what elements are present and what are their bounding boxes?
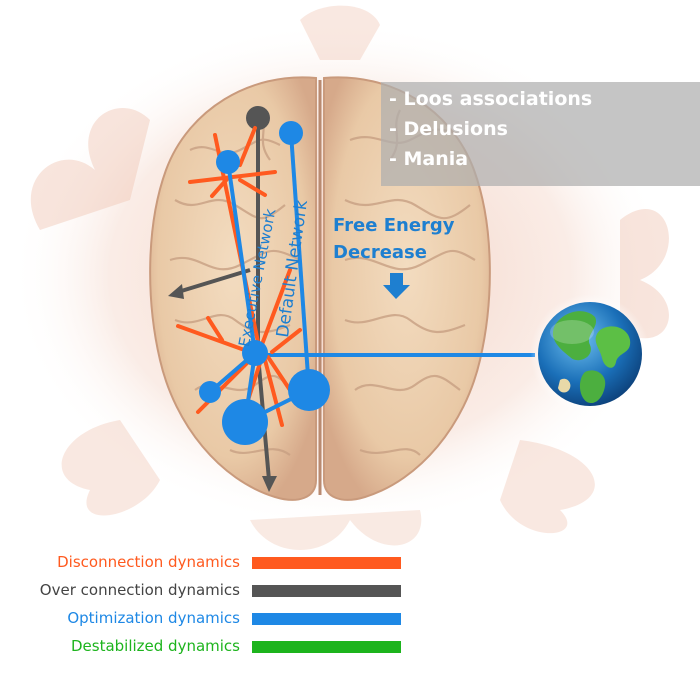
symptom-mania: - Mania: [389, 148, 469, 170]
symptom-loose-associations: - Loos associations: [389, 88, 593, 110]
legend-label: Disconnection dynamics: [57, 553, 240, 571]
legend-swatch: [252, 613, 401, 625]
free-energy-label: Free Energy: [333, 215, 455, 236]
legend-swatch: [252, 557, 401, 569]
legend-item-disconnection: Disconnection dynamics: [0, 551, 700, 575]
legend-label: Destabilized dynamics: [70, 637, 240, 655]
legend-item-optimization: Optimization dynamics: [0, 607, 700, 631]
legend-swatch: [252, 641, 401, 653]
symptom-delusions: - Delusions: [389, 118, 508, 140]
optimization-network: [199, 121, 330, 445]
down-arrow-icon: [383, 273, 410, 299]
legend-item-destabilized: Destabilized dynamics: [0, 635, 700, 659]
symptom-panel: - Loos associations - Delusions - Mania: [381, 82, 700, 186]
free-energy-decrease-label: Decrease: [333, 242, 427, 263]
legend-item-over-connection: Over connection dynamics: [0, 579, 700, 603]
legend-label: Optimization dynamics: [67, 609, 240, 627]
earth-globe-icon: [530, 294, 650, 414]
legend-label: Over connection dynamics: [39, 581, 240, 599]
legend-swatch: [252, 585, 401, 597]
